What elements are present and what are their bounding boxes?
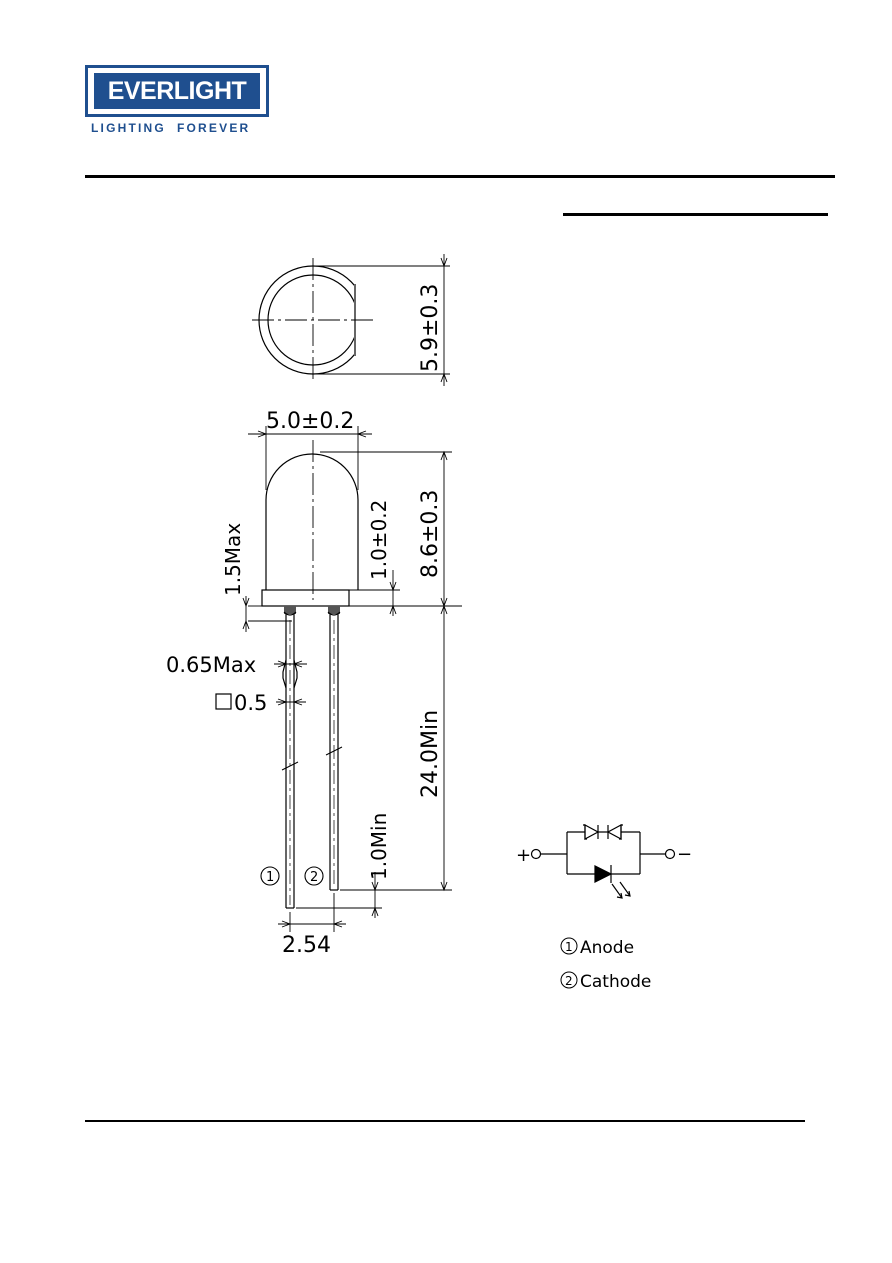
dim-body-diameter: 5.0±0.2 <box>266 409 354 434</box>
brand-tagline: LIGHTING FOREVER <box>91 121 251 135</box>
pin1-circle <box>260 866 280 886</box>
dimension-labels: 5.9±0.3 5.0±0.2 8.6±0.3 1.0±0.2 1.5Max 0… <box>166 284 443 958</box>
pin2-circle <box>304 866 324 886</box>
side-view-body <box>242 426 462 632</box>
dim-flange-height: 1.0±0.2 <box>367 500 391 580</box>
footer-rule <box>85 1120 805 1122</box>
dim-lead-spacing: 2.54 <box>282 933 331 958</box>
legend-cathode: Cathode <box>580 972 651 992</box>
pin1-number: 1 <box>266 870 274 885</box>
brand-logo: EVERLIGHT <box>85 65 269 117</box>
dim-lead-square: 0.5 <box>234 691 267 715</box>
schematic-symbol <box>530 823 676 989</box>
minus-terminal-label: − <box>677 844 692 865</box>
square-section-icon <box>215 693 232 710</box>
legend-pin2-number: 2 <box>565 974 573 988</box>
plus-terminal-label: + <box>516 845 531 866</box>
dim-meniscus: 1.5Max <box>221 523 245 596</box>
header-rule <box>85 175 835 178</box>
dim-body-height: 8.6±0.3 <box>418 490 443 578</box>
top-view <box>252 254 450 386</box>
pin2-number: 2 <box>310 870 318 885</box>
schematic-labels: + − 1 Anode 2 Cathode <box>516 844 692 992</box>
dim-lead-length: 24.0Min <box>418 710 443 798</box>
dim-flange-diameter: 5.9±0.3 <box>418 284 443 372</box>
brand-logo-text: EVERLIGHT <box>94 73 260 109</box>
dim-lead-thickness: 0.65Max <box>166 653 256 677</box>
section-rule <box>563 213 828 216</box>
legend-anode: Anode <box>580 938 634 958</box>
legend-pin1-number: 1 <box>565 940 573 954</box>
dim-lead-offset: 1.0Min <box>367 813 391 880</box>
leads <box>274 604 452 932</box>
